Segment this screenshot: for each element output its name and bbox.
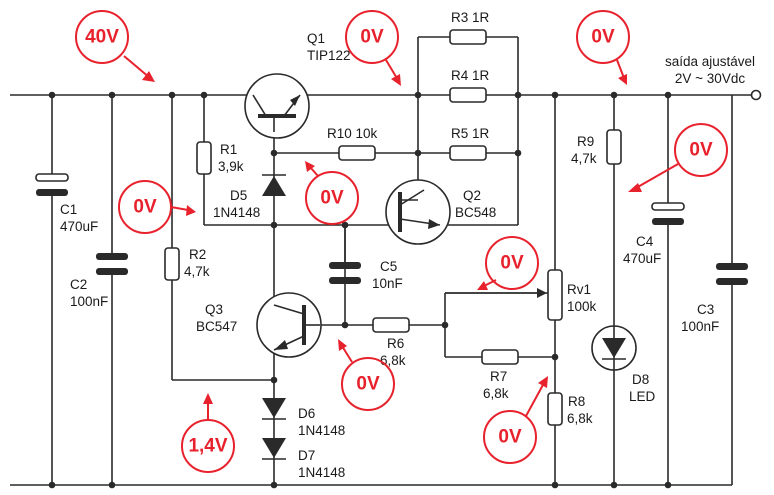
resistor-r7 [481, 349, 519, 365]
voltage-q1-emitter-label: 0V [360, 27, 384, 48]
c4-ref: C4 [636, 234, 654, 249]
voltage-diode-ref-marker: 1,4V [181, 393, 235, 473]
resistor-r2 [164, 247, 180, 281]
r8-ref: R8 [568, 394, 585, 409]
potentiometer-rv1 [445, 269, 563, 321]
r6-ref: R6 [387, 336, 404, 351]
r9-value: 4,7k [571, 151, 597, 166]
resistor-r4 [449, 87, 487, 103]
transistor-q2 [385, 179, 451, 245]
voltage-input-label: 40V [85, 27, 119, 48]
q1-ref: Q1 [307, 31, 325, 46]
r8-value: 6,8k [567, 411, 593, 426]
c3-ref: C3 [697, 302, 714, 317]
led-d8 [591, 325, 637, 371]
resistor-r8 [547, 392, 563, 426]
d6-ref: D6 [298, 406, 315, 421]
voltage-d5-left-label: 0V [133, 197, 157, 218]
resistor-r5 [449, 145, 487, 161]
voltage-c4-marker: 0V [628, 123, 728, 192]
c2-value: 100nF [70, 294, 108, 309]
d5-ref: D5 [230, 188, 247, 203]
c5-ref: C5 [380, 259, 397, 274]
voltage-output-marker: 0V [576, 10, 630, 85]
c1-value: 470uF [60, 219, 98, 234]
transistor-q1 [244, 73, 310, 139]
r7-ref: R7 [490, 369, 507, 384]
c1-ref: C1 [60, 202, 77, 217]
voltage-diode-ref-label: 1,4V [188, 436, 227, 457]
c3-value: 100nF [681, 319, 719, 334]
output-label-line2: 2V ~ 30Vdc [675, 71, 745, 86]
q3-ref: Q3 [205, 302, 223, 317]
voltage-q3-base-label: 0V [356, 374, 380, 395]
r6-value: 6,8k [380, 353, 406, 368]
voltage-r8-label: 0V [498, 427, 522, 448]
component-labels: C1 470uF C2 100nF R1 3,9k R2 4,7k D5 1N4… [60, 10, 755, 480]
q3-part: BC547 [196, 319, 237, 334]
diode-d6 [262, 398, 286, 420]
r5-label: R5 1R [451, 126, 490, 141]
voltage-output-label: 0V [591, 27, 615, 48]
voltage-d5-cathode-label: 0V [320, 188, 344, 209]
d8-part: LED [629, 389, 656, 404]
c2-ref: C2 [70, 277, 87, 292]
resistor-r10 [338, 145, 376, 161]
transistor-q3 [256, 292, 322, 358]
capacitor-c1 [35, 173, 69, 196]
r7-value: 6,8k [483, 386, 509, 401]
voltage-d5-cathode-marker: 0V [305, 161, 359, 225]
r1-ref: R1 [220, 142, 237, 157]
d5-part: 1N4148 [213, 205, 260, 220]
voltage-rv1-marker: 0V [477, 236, 539, 290]
output-terminal [750, 89, 762, 101]
voltage-c4-label: 0V [689, 140, 713, 161]
q1-part: TIP122 [307, 48, 351, 63]
capacitor-c3 [716, 263, 748, 285]
output-label-line1: saída ajustável [665, 54, 755, 69]
diode-d5 [262, 174, 286, 196]
voltage-q1-emitter-marker: 0V [345, 10, 401, 86]
c5-value: 10nF [372, 276, 403, 291]
r4-label: R4 1R [451, 68, 490, 83]
r3-label: R3 1R [451, 10, 490, 25]
junction-dots [48, 91, 672, 489]
rv1-value: 100k [567, 299, 597, 314]
r2-ref: R2 [189, 247, 206, 262]
d7-ref: D7 [298, 448, 315, 463]
rv1-ref: Rv1 [567, 282, 591, 297]
r9-ref: R9 [577, 134, 594, 149]
voltage-r8-marker: 0V [483, 376, 548, 464]
voltage-q3-base-marker: 0V [338, 339, 395, 411]
r2-value: 4,7k [184, 264, 210, 279]
d8-ref: D8 [632, 372, 649, 387]
voltage-d5-left-marker: 0V [118, 180, 196, 234]
capacitor-c2 [96, 253, 128, 275]
resistor-r6 [372, 317, 410, 333]
r10-label: R10 10k [327, 126, 378, 141]
capacitor-c5 [329, 225, 361, 284]
d7-part: 1N4148 [298, 465, 345, 480]
voltage-annotations: 40V 0V 0V 0V 0V [75, 10, 728, 473]
d6-part: 1N4148 [298, 423, 345, 438]
resistor-r3 [449, 29, 487, 45]
q2-part: BC548 [455, 205, 496, 220]
r1-value: 3,9k [218, 159, 244, 174]
voltage-input-marker: 40V [75, 10, 155, 82]
resistor-r1 [196, 141, 212, 175]
capacitor-c4 [651, 202, 685, 225]
voltage-rv1-label: 0V [500, 253, 524, 274]
q2-ref: Q2 [463, 188, 481, 203]
c4-value: 470uF [623, 251, 661, 266]
diode-d7 [262, 438, 286, 460]
resistor-r9 [606, 129, 622, 165]
